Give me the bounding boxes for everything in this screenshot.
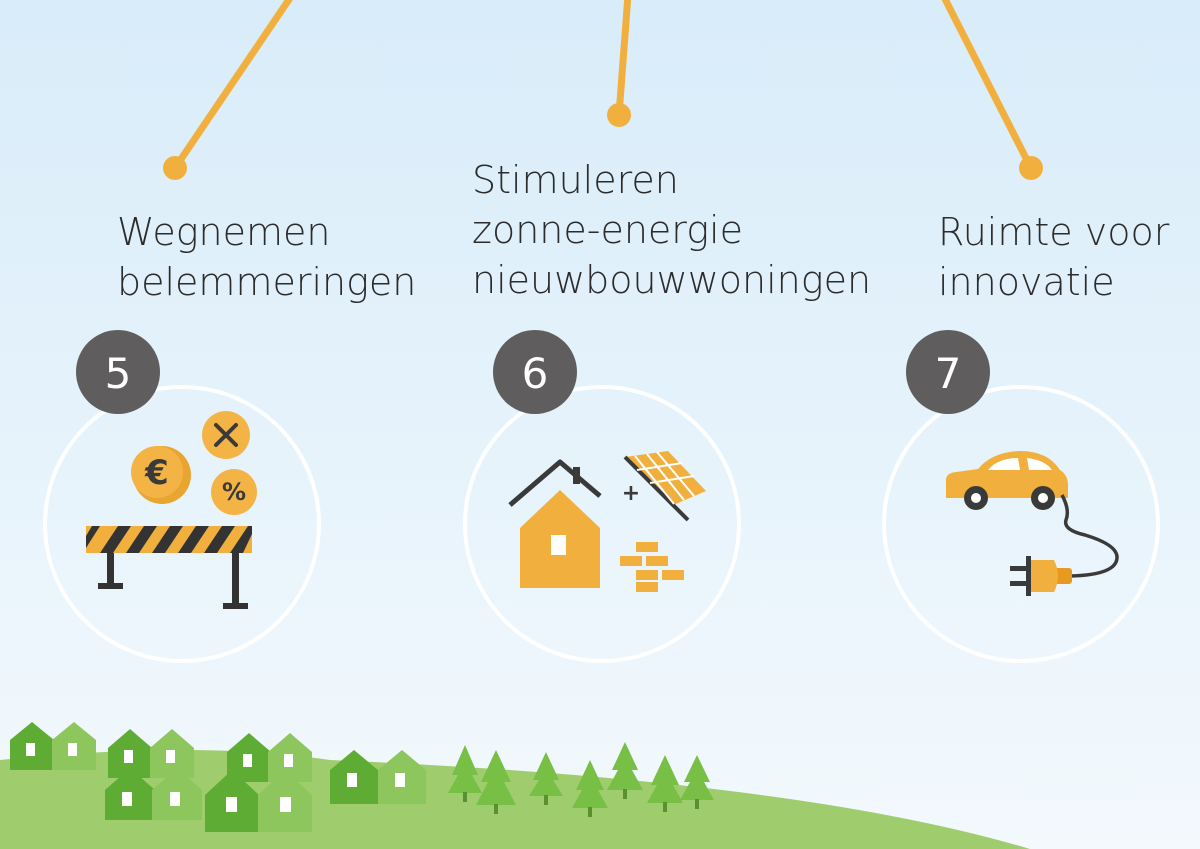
bricks-icon xyxy=(620,542,684,592)
house-cluster-4 xyxy=(330,750,426,804)
label-item-6-line-3: nieuwbouwwoningen xyxy=(472,258,872,302)
connector-line-6 xyxy=(615,0,632,119)
label-item-7-line-2: innovatie xyxy=(938,260,1115,304)
house-cluster-5 xyxy=(105,768,202,820)
house-icon xyxy=(508,459,602,588)
connector-dot-6 xyxy=(607,103,631,127)
plug-icon xyxy=(1010,556,1072,596)
close-icon xyxy=(214,423,238,447)
roadblock-coins-icon: € % xyxy=(86,411,257,609)
number-badge-5: 5 xyxy=(76,330,160,414)
icon-ring-7 xyxy=(882,385,1160,663)
house-cluster-3 xyxy=(227,733,312,782)
label-item-6-line-1: Stimuleren xyxy=(472,158,679,202)
barrier xyxy=(86,526,252,609)
house-cluster-6 xyxy=(205,770,312,832)
connector-dot-7 xyxy=(1019,156,1043,180)
label-item-6-line-2: zonne-energie xyxy=(472,208,743,252)
label-item-7: Ruimte voor innovatie xyxy=(938,207,1169,307)
solar-panel-icon xyxy=(623,451,706,522)
label-item-5-line-2: belemmeringen xyxy=(117,260,417,304)
percent-symbol: % xyxy=(222,478,246,506)
plus-symbol: + xyxy=(622,481,640,506)
badge-number-7: 7 xyxy=(935,349,962,398)
houses xyxy=(10,722,426,832)
badge-number-5: 5 xyxy=(105,349,132,398)
icon-ring-6 xyxy=(463,385,741,663)
badge-number-6: 6 xyxy=(522,349,549,398)
electric-car-plug-icon xyxy=(946,451,1119,596)
trees xyxy=(448,742,714,817)
charging-cable xyxy=(1060,494,1119,578)
connector-lines xyxy=(163,0,1043,180)
connector-line-7 xyxy=(941,0,1035,172)
icon-ring-5 xyxy=(43,385,321,663)
house-solar-panel-icon: + xyxy=(508,451,706,592)
icon-rings xyxy=(43,385,1160,663)
car-icon xyxy=(946,451,1068,510)
label-item-7-line-1: Ruimte voor xyxy=(938,210,1170,254)
number-badge-6: 6 xyxy=(493,330,577,414)
house-cluster-2 xyxy=(108,729,194,778)
house-cluster-1 xyxy=(10,722,96,770)
number-badge-7: 7 xyxy=(906,330,990,414)
connector-dot-5 xyxy=(163,156,187,180)
label-item-5-line-1: Wegnemen xyxy=(117,210,331,254)
connector-line-5 xyxy=(171,0,293,172)
label-item-5: Wegnemen belemmeringen xyxy=(117,207,416,307)
label-item-6: Stimuleren zonne-energie nieuwbouwwoning… xyxy=(472,155,871,305)
euro-symbol: € xyxy=(144,453,169,493)
